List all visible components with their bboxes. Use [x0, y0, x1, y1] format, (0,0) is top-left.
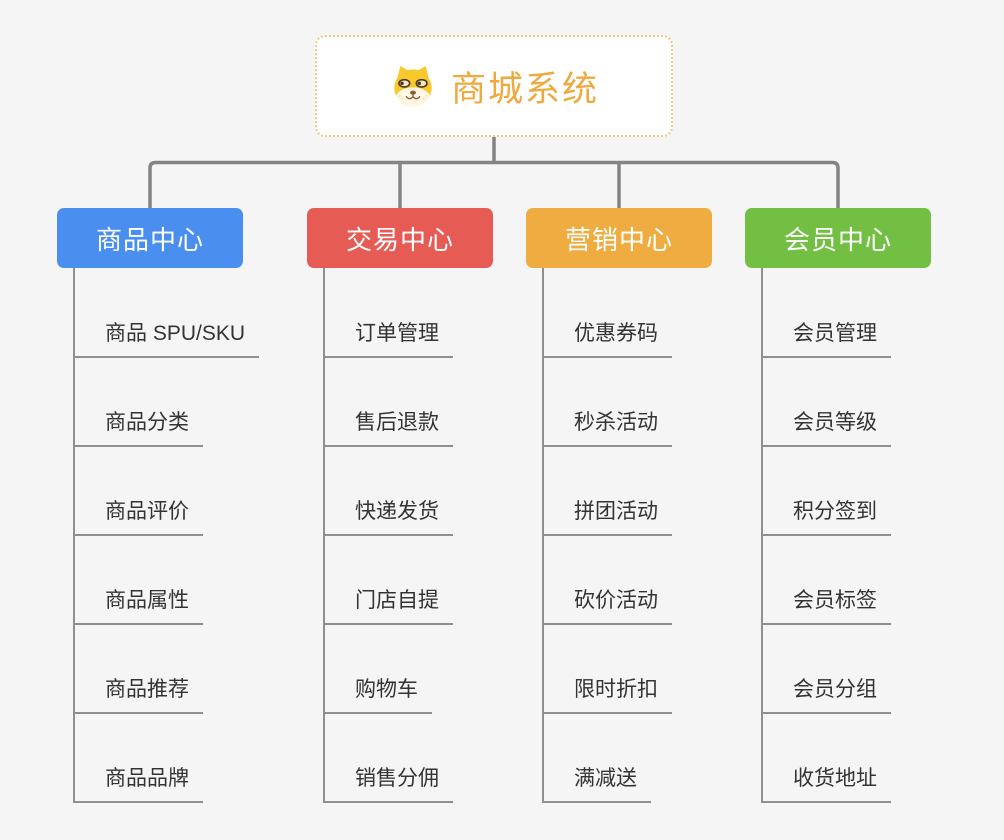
mindmap-item[interactable]: 商品属性: [73, 587, 203, 625]
mindmap-item[interactable]: 商品评价: [73, 498, 203, 536]
mindmap-item[interactable]: 购物车: [323, 676, 432, 714]
root-title: 商城系统: [450, 69, 599, 109]
dog-face-icon: [394, 66, 432, 107]
branch-node-member[interactable]: 会员中心: [745, 208, 931, 268]
mindmap-item[interactable]: 会员管理: [761, 320, 891, 358]
branch-items-product: 商品 SPU/SKU 商品分类 商品评价 商品属性 商品推荐 商品品牌: [73, 268, 308, 813]
mindmap-item[interactable]: 优惠券码: [542, 320, 672, 358]
mindmap-item[interactable]: 秒杀活动: [542, 409, 672, 447]
mindmap-item[interactable]: 会员标签: [761, 587, 891, 625]
mindmap-item[interactable]: 快递发货: [323, 498, 453, 536]
mindmap-item[interactable]: 商品 SPU/SKU: [73, 320, 260, 358]
mindmap-item[interactable]: 拼团活动: [542, 498, 672, 536]
mindmap-item[interactable]: 商品分类: [73, 409, 203, 447]
mindmap-item[interactable]: 会员等级: [761, 409, 891, 447]
branch-label: 营销中心: [564, 224, 673, 255]
mindmap-item[interactable]: 限时折扣: [542, 676, 672, 714]
mindmap-item[interactable]: 砍价活动: [542, 587, 672, 625]
root-node[interactable]: 商城系统: [315, 35, 673, 137]
branch-items-member: 会员管理 会员等级 积分签到 会员标签 会员分组 收货地址: [761, 268, 996, 813]
branch-items-marketing: 优惠券码 秒杀活动 拼团活动 砍价活动 限时折扣 满减送: [542, 268, 777, 813]
mindmap-item[interactable]: 销售分佣: [323, 765, 453, 803]
branch-label: 交易中心: [345, 224, 454, 255]
branch-node-marketing[interactable]: 营销中心: [526, 208, 712, 268]
branch-label: 商品中心: [95, 224, 204, 255]
mindmap-item[interactable]: 订单管理: [323, 320, 453, 358]
branch-label: 会员中心: [783, 224, 892, 255]
mindmap-item[interactable]: 售后退款: [323, 409, 453, 447]
mindmap-item[interactable]: 收货地址: [761, 765, 891, 803]
mindmap-item[interactable]: 门店自提: [323, 587, 453, 625]
branch-items-trade: 订单管理 售后退款 快递发货 门店自提 购物车 销售分佣: [323, 268, 558, 813]
mindmap-item[interactable]: 会员分组: [761, 676, 891, 714]
mindmap-item[interactable]: 商品品牌: [73, 765, 203, 803]
mindmap-item[interactable]: 商品推荐: [73, 676, 203, 714]
mindmap-item[interactable]: 满减送: [542, 765, 651, 803]
mindmap-item[interactable]: 积分签到: [761, 498, 891, 536]
branch-node-product[interactable]: 商品中心: [57, 208, 243, 268]
branch-node-trade[interactable]: 交易中心: [307, 208, 493, 268]
